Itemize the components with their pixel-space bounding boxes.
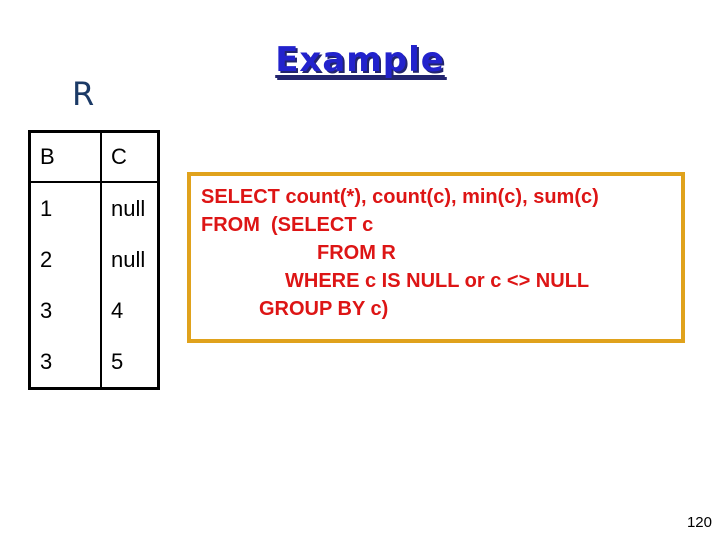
relation-table: B C 1 null 2 null 3 4 3 5 xyxy=(28,130,160,390)
table-row: 3 5 xyxy=(30,336,159,389)
column-header-b: B xyxy=(29,131,101,183)
sql-query-box: SELECT count(*), count(c), min(c), sum(c… xyxy=(187,172,685,343)
sql-line-where: WHERE c IS NULL or c <> NULL xyxy=(285,270,590,292)
sql-line-group-by: GROUP BY c) xyxy=(259,298,389,320)
cell-c: null xyxy=(100,234,159,285)
table-row: 1 null xyxy=(30,182,159,234)
relation-name-label: R xyxy=(72,75,95,113)
table-header-row: B C xyxy=(29,131,159,183)
cell-b: 3 xyxy=(40,348,53,374)
column-header-c: C xyxy=(100,131,159,183)
table-row: 2 null xyxy=(30,234,159,285)
cell-c: 5 xyxy=(100,336,159,389)
page-number: 120 xyxy=(686,514,712,531)
table-row: 3 4 xyxy=(30,285,159,336)
sql-line-from-subquery: FROM (SELECT c xyxy=(201,214,374,236)
cell-c: null xyxy=(100,182,159,234)
sql-line-from-r: FROM R xyxy=(317,242,396,264)
cell-b: 3 xyxy=(40,297,53,323)
cell-b: 1 xyxy=(40,195,53,221)
sql-line-select: SELECT count(*), count(c), min(c), sum(c… xyxy=(201,186,599,208)
slide-title: Example xyxy=(275,40,445,80)
cell-c: 4 xyxy=(100,285,159,336)
cell-b: 2 xyxy=(40,246,53,272)
